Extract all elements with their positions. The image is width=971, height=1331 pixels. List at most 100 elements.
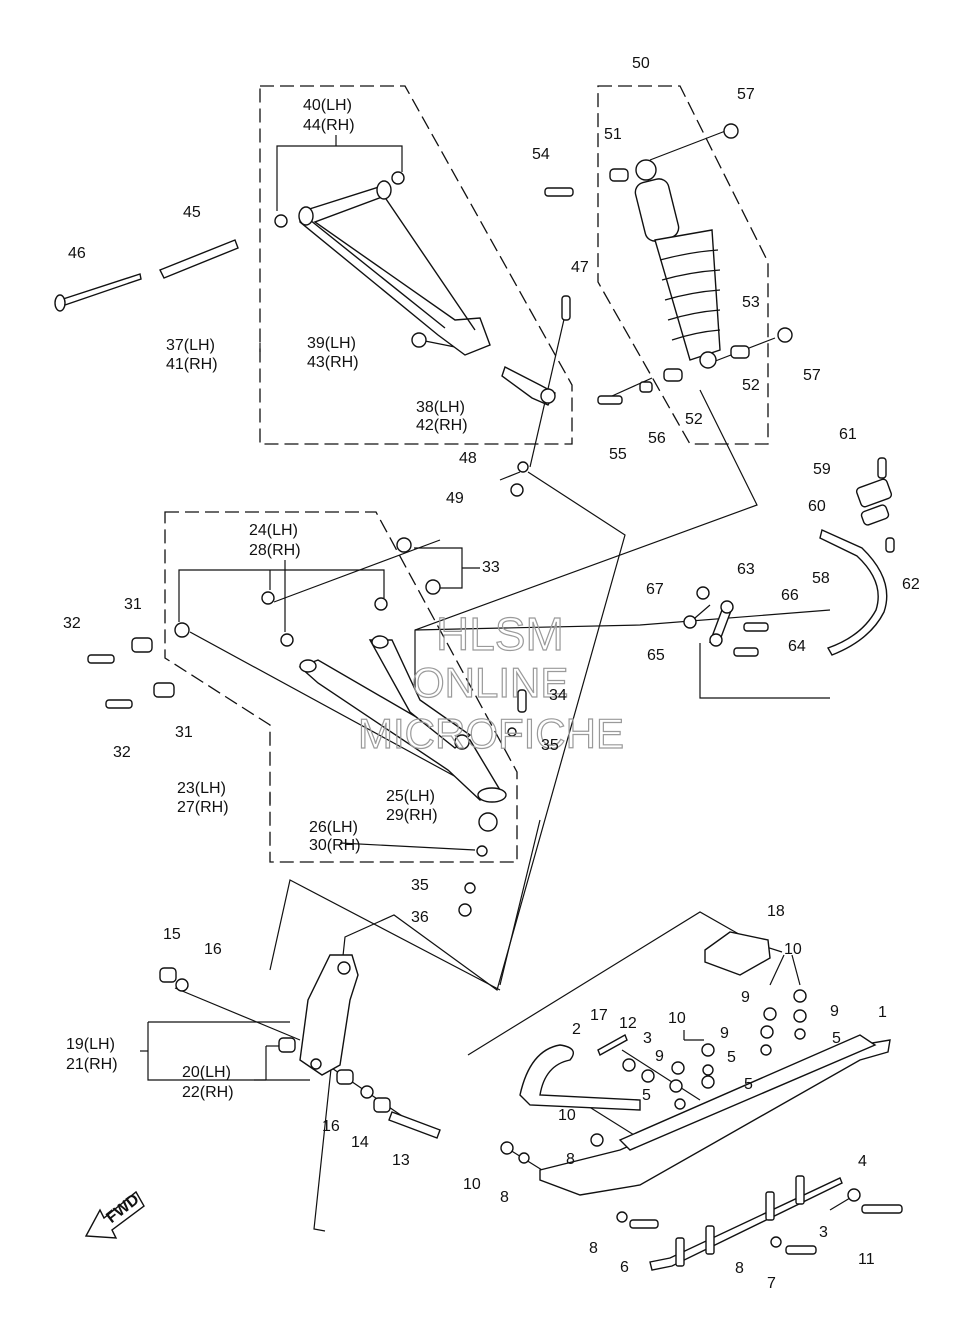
callout-label: 38(LH) bbox=[416, 399, 465, 416]
callout-label: 5 bbox=[727, 1049, 736, 1066]
callout-label: 5 bbox=[744, 1076, 753, 1093]
callout-labels: 40(LH) 44(RH) 45 46 37(LH) 41(RH) 39(LH)… bbox=[63, 55, 920, 1292]
callout-label: 8 bbox=[500, 1189, 509, 1206]
callout-label: 29(RH) bbox=[386, 807, 438, 824]
callout-label: 16 bbox=[204, 941, 222, 958]
callout-label: 7 bbox=[767, 1275, 776, 1292]
callout-label: 15 bbox=[163, 926, 181, 943]
callout-label: 60 bbox=[808, 498, 826, 515]
callout-label: 46 bbox=[68, 245, 86, 262]
callout-label: 62 bbox=[902, 576, 920, 593]
callout-label: 37(LH) bbox=[166, 337, 215, 354]
callout-label: 21(RH) bbox=[66, 1056, 118, 1073]
callout-label: 22(RH) bbox=[182, 1084, 234, 1101]
callout-label: 50 bbox=[632, 55, 650, 72]
callout-label: 36 bbox=[411, 909, 429, 926]
callout-label: 52 bbox=[742, 377, 760, 394]
callout-label: 48 bbox=[459, 450, 477, 467]
leader-lines bbox=[140, 129, 856, 1232]
callout-label: 24(LH) bbox=[249, 522, 298, 539]
callout-label: 28(RH) bbox=[249, 542, 301, 559]
callout-label: 25(LH) bbox=[386, 788, 435, 805]
callout-label: 2 bbox=[572, 1021, 581, 1038]
callout-label: 20(LH) bbox=[182, 1064, 231, 1081]
callout-label: 3 bbox=[819, 1224, 828, 1241]
callout-label: 5 bbox=[642, 1087, 651, 1104]
shock-absorber-50 bbox=[634, 159, 721, 369]
callout-label: 54 bbox=[532, 146, 550, 163]
callout-label: 63 bbox=[737, 561, 755, 578]
callout-label: 33 bbox=[482, 559, 500, 576]
callout-label: 51 bbox=[604, 126, 622, 143]
callout-label: 66 bbox=[781, 587, 799, 604]
callout-label: 49 bbox=[446, 490, 464, 507]
callout-label: 31 bbox=[175, 724, 193, 741]
callout-label: 8 bbox=[566, 1151, 575, 1168]
wear-bar-4 bbox=[649, 1177, 843, 1271]
callout-label: 11 bbox=[858, 1251, 875, 1268]
callout-label: 14 bbox=[351, 1134, 369, 1151]
ski-1 bbox=[539, 1034, 891, 1196]
callout-label: 26(LH) bbox=[309, 819, 358, 836]
callout-label: 27(RH) bbox=[177, 799, 229, 816]
callout-label: 57 bbox=[803, 367, 821, 384]
callout-label: 67 bbox=[646, 581, 664, 598]
callout-label: 8 bbox=[735, 1260, 744, 1277]
link-63 bbox=[708, 600, 734, 647]
callout-label: 57 bbox=[737, 86, 755, 103]
ball-joint-25 bbox=[477, 787, 507, 832]
callout-label: 52 bbox=[685, 411, 703, 428]
upper-arm-group-box bbox=[259, 85, 573, 445]
callout-label: 6 bbox=[620, 1259, 629, 1276]
callout-label: 8 bbox=[589, 1240, 598, 1257]
callout-label: 9 bbox=[830, 1003, 839, 1020]
callout-label: 10 bbox=[784, 941, 802, 958]
callout-label: 40(LH) bbox=[303, 97, 352, 114]
callout-label: 41(RH) bbox=[166, 356, 218, 373]
callout-label: 55 bbox=[609, 446, 627, 463]
callout-label: 45 bbox=[183, 204, 201, 221]
callout-label: 31 bbox=[124, 596, 142, 613]
callout-label: 65 bbox=[647, 647, 665, 664]
callout-label: 35 bbox=[411, 877, 429, 894]
callout-label: 10 bbox=[668, 1010, 686, 1027]
callout-label: 35 bbox=[541, 737, 559, 754]
callout-label: 3 bbox=[643, 1030, 652, 1047]
callout-label: 61 bbox=[839, 426, 857, 443]
bolt-46 bbox=[54, 273, 142, 312]
watermark-line1: HLSM bbox=[436, 608, 564, 660]
watermark: HLSM ONLINE MICROFICHE bbox=[357, 607, 624, 757]
callout-label: 53 bbox=[742, 294, 760, 311]
callout-label: 30(RH) bbox=[309, 837, 361, 854]
callout-label: 23(LH) bbox=[177, 780, 226, 797]
callout-label: 32 bbox=[63, 615, 81, 632]
pivot-shaft-45 bbox=[159, 239, 239, 279]
upper-a-arm bbox=[298, 180, 491, 356]
callout-label: 13 bbox=[392, 1152, 410, 1169]
watermark-line3: MICROFICHE bbox=[358, 710, 624, 757]
callout-label: 18 bbox=[767, 903, 785, 920]
callout-label: 34 bbox=[549, 687, 567, 704]
callout-label: 4 bbox=[858, 1153, 867, 1170]
callout-label: 32 bbox=[113, 744, 131, 761]
callout-label: 1 bbox=[878, 1004, 887, 1021]
callout-label: 10 bbox=[558, 1107, 576, 1124]
callout-label: 44(RH) bbox=[303, 117, 355, 134]
stabilizer-bar-58 bbox=[819, 529, 888, 656]
callout-label: 12 bbox=[619, 1015, 637, 1032]
callout-label: 9 bbox=[720, 1025, 729, 1042]
callout-label: 58 bbox=[812, 570, 830, 587]
callout-label: 47 bbox=[571, 259, 589, 276]
spindle-19 bbox=[299, 954, 359, 1076]
callout-label: 42(RH) bbox=[416, 417, 468, 434]
callout-label: 64 bbox=[788, 638, 806, 655]
ski-handle-2 bbox=[519, 1044, 641, 1111]
ski-damper-18 bbox=[704, 931, 771, 976]
shock-group-box bbox=[597, 85, 769, 445]
fwd-arrow-icon: FWD bbox=[84, 1190, 145, 1239]
tie-rod-end-38 bbox=[501, 366, 556, 406]
holder-59 bbox=[855, 478, 893, 526]
small-hardware bbox=[87, 123, 903, 1267]
callout-label: 59 bbox=[813, 461, 831, 478]
